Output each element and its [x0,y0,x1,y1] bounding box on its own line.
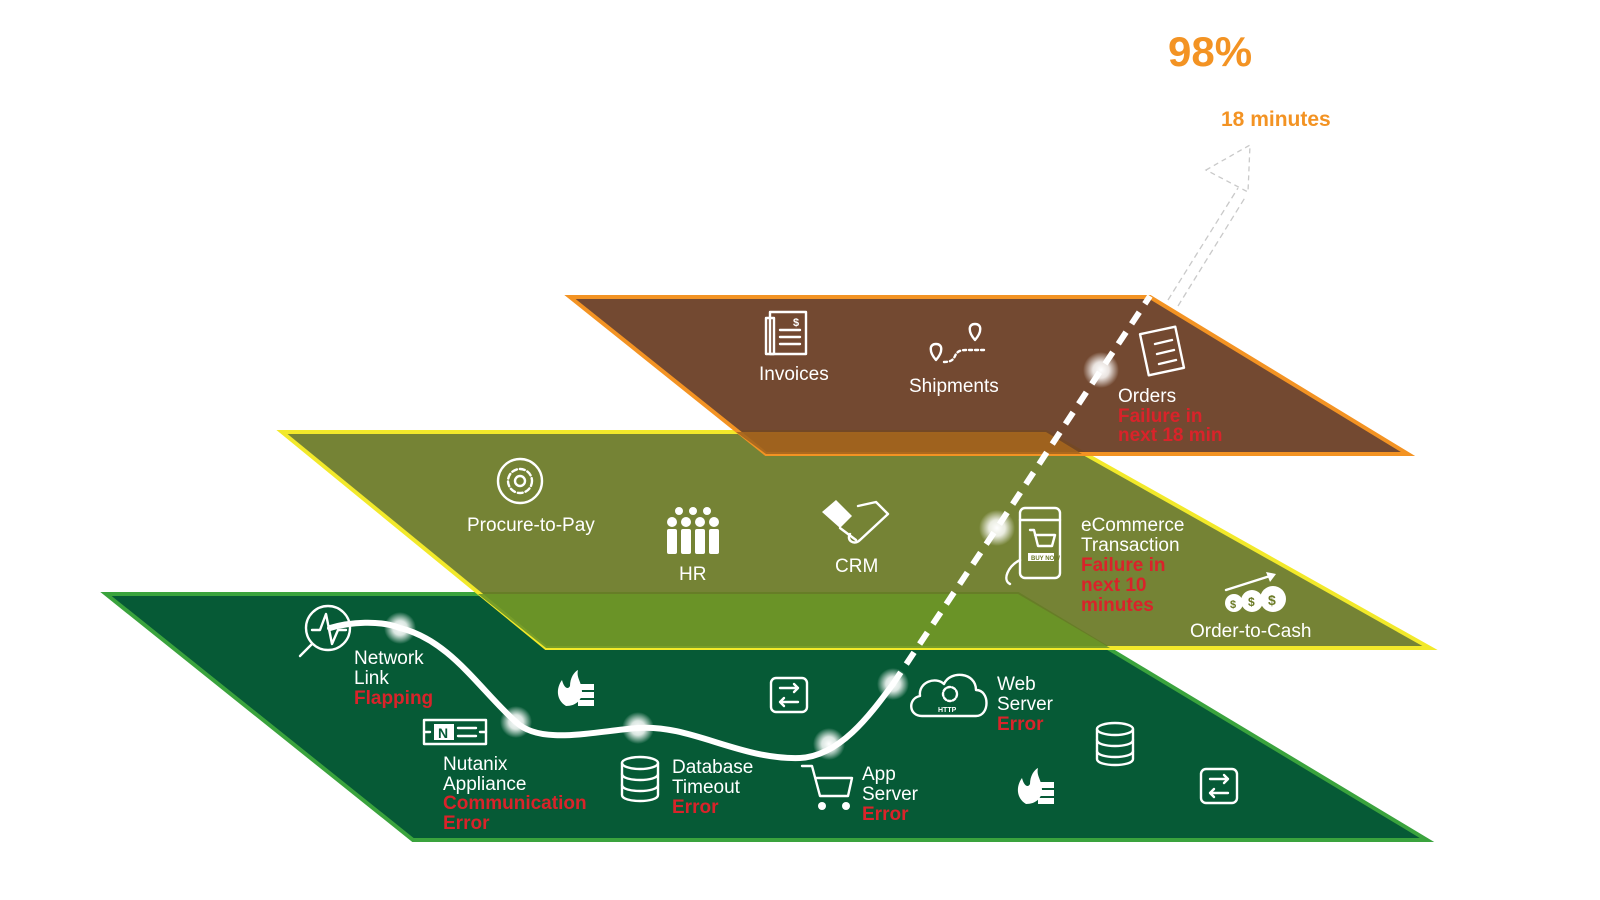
failure-path-dashed [890,294,1153,686]
node-web-server [877,668,909,700]
database-label-line-1: Database [672,757,753,778]
ecommerce-label-line-1: eCommerce [1081,515,1184,536]
nutanix-alert-line-1: Communication [443,793,587,814]
forecast-probability: 98% [1168,28,1252,75]
node-orders [1083,352,1119,388]
forecast-arrow [1167,143,1251,307]
nutanix-label-line-2: Appliance [443,774,526,795]
procure-to-pay-gear-icon [496,457,544,505]
network-alert: Flapping [354,688,433,709]
hr-label: HR [679,564,706,585]
app-server-cart-icon [800,764,854,810]
switch-icon [769,676,809,714]
nutanix-alert-line-2: Error [443,813,490,834]
nutanix-badge: N [438,725,448,741]
firewall-icon-2 [1017,768,1054,804]
crm-label: CRM [835,556,878,577]
ecommerce-phone-icon: BUY NOW [1005,506,1062,586]
buy-now-badge: BUY NOW [1031,556,1060,562]
database-icon [620,755,660,803]
shipments-icon [929,322,986,364]
invoices-icon: $ [764,310,808,356]
order-to-cash-label: Order-to-Cash [1190,621,1311,642]
database-icon-2 [1095,721,1135,767]
network-link-icon [298,604,352,658]
svg-text:$: $ [1268,592,1276,608]
nutanix-appliance-icon: N [422,718,488,746]
node-app-server [813,728,845,760]
switch-icon-2 [1199,767,1239,805]
orders-alert-line-1: Failure in [1118,406,1202,427]
failure-nodes [384,352,1119,760]
nutanix-label-line-1: Nutanix [443,754,508,775]
hr-people-icon [667,507,719,554]
business-application-overlap [736,432,1082,454]
http-badge: HTTP [938,707,957,714]
svg-text:$: $ [1248,595,1255,609]
app-server-alert: Error [862,804,909,825]
crm-handshake-icon [822,500,890,544]
shipments-label: Shipments [909,376,999,397]
ecommerce-label-line-2: Transaction [1081,535,1180,556]
app-server-label-line-2: Server [862,784,919,805]
node-ecommerce [979,510,1015,546]
procure-to-pay-label: Procure-to-Pay [467,515,595,536]
network-label-line-2: Link [354,668,389,689]
node-database [622,712,654,744]
web-server-label-line-2: Server [997,694,1054,715]
svg-text:$: $ [793,317,799,329]
orders-label: Orders [1118,386,1176,407]
node-nutanix [500,706,532,738]
web-server-label-line-1: Web [997,674,1036,695]
ecommerce-alert-line-1: Failure in [1081,555,1165,576]
application-infra-overlap [478,594,1110,648]
node-network [384,612,416,644]
order-to-cash-money-icon: $ $ $ [1224,572,1286,612]
ecommerce-alert-line-3: minutes [1081,595,1154,616]
invoices-label: Invoices [759,364,829,385]
database-label-line-2: Timeout [672,777,741,798]
web-server-alert: Error [997,714,1044,735]
orders-icon [1138,325,1186,377]
svg-text:$: $ [1230,599,1236,611]
firewall-icon [557,670,594,706]
orders-alert-line-2: next 18 min [1118,425,1223,446]
network-label-line-1: Network [354,648,424,669]
ecommerce-alert-line-2: next 10 [1081,575,1146,596]
web-server-cloud-icon: HTTP [910,673,988,718]
forecast-time: 18 minutes [1221,108,1331,131]
app-server-label-line-1: App [862,764,896,785]
database-alert: Error [672,797,719,818]
